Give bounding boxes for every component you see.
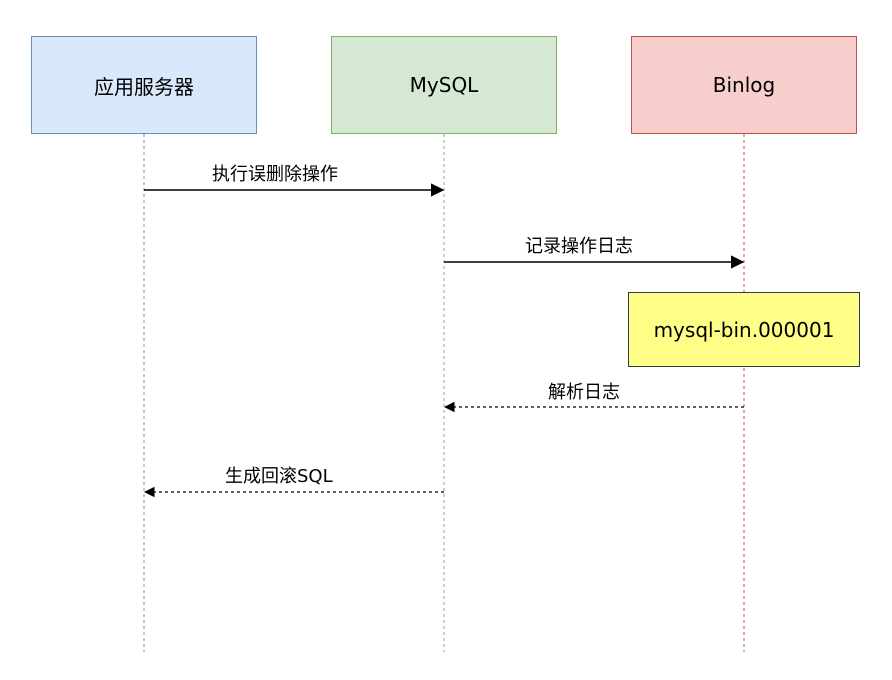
actor-app-server-label: 应用服务器	[94, 74, 194, 99]
message-label-parse: 解析日志	[548, 382, 620, 404]
actor-app-server: 应用服务器	[31, 36, 257, 134]
binlog-file-note-label: mysql-bin.000001	[653, 317, 835, 342]
message-label-log: 记录操作日志	[525, 236, 633, 258]
actor-binlog: Binlog	[631, 36, 857, 134]
actor-mysql-label: MySQL	[409, 73, 479, 97]
message-label-delete: 执行误删除操作	[212, 164, 338, 186]
binlog-file-note: mysql-bin.000001	[628, 292, 860, 367]
actor-mysql: MySQL	[331, 36, 557, 134]
message-label-rollback: 生成回滚SQL	[225, 466, 333, 488]
actor-binlog-label: Binlog	[712, 73, 776, 97]
